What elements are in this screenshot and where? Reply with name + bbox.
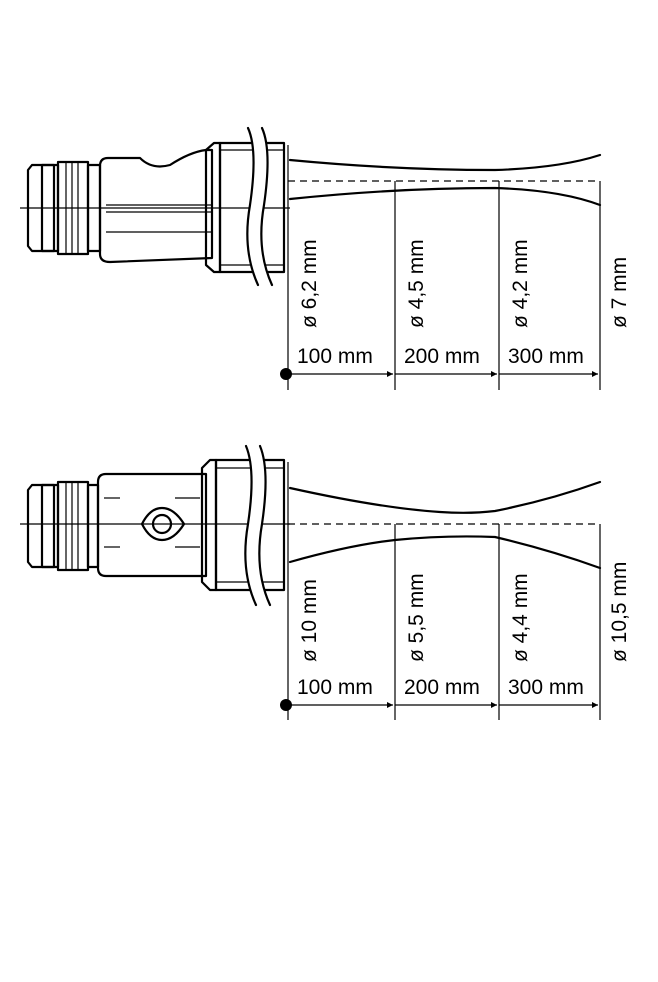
bottom-distance-label: 300 mm — [508, 676, 584, 699]
top-diameter-label: ø 4,2 mm — [509, 239, 532, 328]
top-diagram: ø 6,2 mm ø 4,5 mm ø 4,2 mm ø 7 mm 100 mm… — [20, 126, 631, 390]
bottom-sensor-body — [26, 444, 286, 607]
top-origin-dot — [280, 368, 292, 380]
top-beam-lower-edge — [288, 186, 602, 207]
bottom-diameter-label: ø 10,5 mm — [608, 562, 631, 662]
top-distance-label: 300 mm — [508, 345, 584, 368]
led-window-icon — [140, 506, 186, 542]
top-sensor-body — [26, 126, 286, 287]
bottom-diameter-label: ø 5,5 mm — [405, 573, 428, 662]
bottom-diagram: ø 10 mm ø 5,5 mm ø 4,4 mm ø 10,5 mm 100 … — [20, 444, 631, 720]
top-diameter-label: ø 7 mm — [608, 257, 631, 328]
bottom-distance-label: 100 mm — [297, 676, 373, 699]
bottom-beam-lower-edge — [288, 535, 602, 570]
top-diameter-label: ø 4,5 mm — [405, 239, 428, 328]
bottom-beam-upper-edge — [288, 480, 602, 514]
bottom-origin-dot — [280, 699, 292, 711]
top-diameter-label: ø 6,2 mm — [298, 239, 321, 328]
bottom-diameter-label: ø 4,4 mm — [509, 573, 532, 662]
bottom-diameter-label: ø 10 mm — [298, 579, 321, 662]
bottom-distance-label: 200 mm — [404, 676, 480, 699]
top-beam-upper-edge — [288, 153, 602, 172]
top-distance-label: 200 mm — [404, 345, 480, 368]
top-distance-label: 100 mm — [297, 345, 373, 368]
